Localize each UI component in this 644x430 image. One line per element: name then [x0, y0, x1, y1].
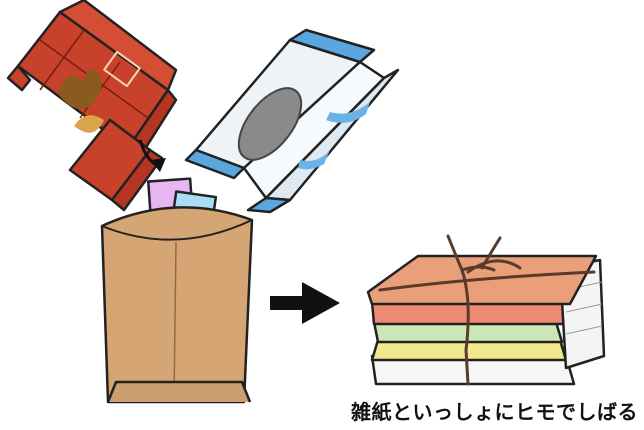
instruction-caption: 雑紙といっしょにヒモでしばる [351, 400, 638, 424]
twine-string [378, 234, 596, 386]
paper-envelope [100, 177, 254, 404]
flattened-snack-box [6, 0, 178, 212]
arrow-right-icon [270, 282, 340, 324]
fold-arrow-icon [138, 139, 166, 172]
flattened-tissue-box [184, 28, 400, 214]
tied-paper-bundle [366, 254, 606, 386]
